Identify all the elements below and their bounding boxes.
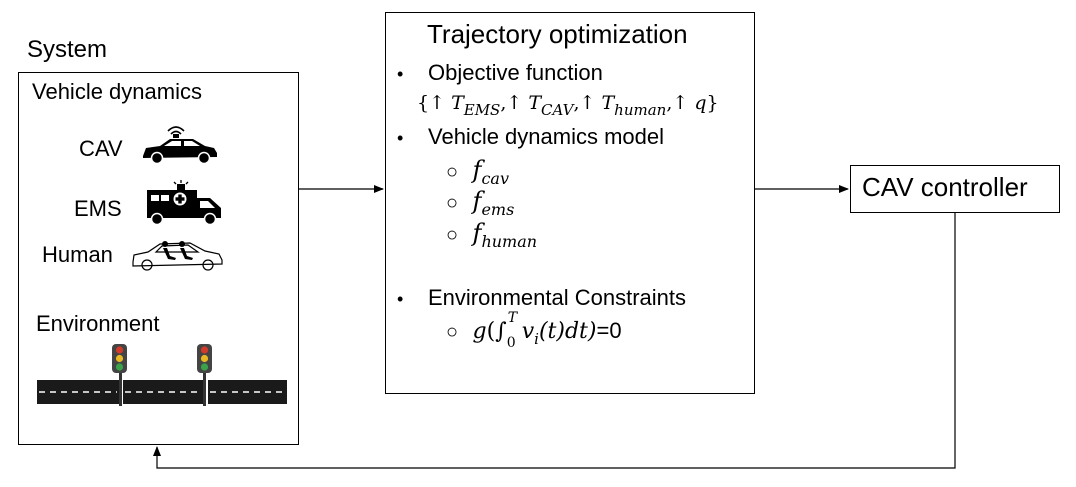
up-arrow: ↑ bbox=[429, 92, 446, 114]
q-symbol: q bbox=[694, 92, 707, 114]
integral-upper: T bbox=[507, 310, 518, 326]
t-sub-ems: EMS bbox=[463, 101, 501, 119]
objective-formula: {↑ TEMS,↑ TCAV,↑ Thuman,↑ q} bbox=[417, 92, 719, 119]
integral-lower: 0 bbox=[506, 335, 516, 351]
system-title: System bbox=[27, 36, 108, 63]
dynamics-label: Vehicle dynamics model bbox=[428, 124, 665, 149]
up-arrow: ↑ bbox=[672, 92, 689, 114]
dynamics-model-cav: ○ fcav bbox=[446, 156, 509, 188]
rhs: =0 bbox=[596, 318, 622, 343]
bullet-objective: • bbox=[397, 64, 404, 84]
vehicle-label-human: Human bbox=[42, 242, 113, 267]
sub-bullet: ○ bbox=[446, 192, 459, 214]
sub-bullet: ○ bbox=[446, 161, 459, 183]
paren-open: ( bbox=[486, 319, 496, 344]
time-arg: (t) bbox=[538, 319, 565, 344]
f-symbol: f bbox=[472, 187, 482, 215]
t-symbol: T bbox=[601, 92, 615, 114]
brace-close: } bbox=[706, 92, 719, 114]
up-arrow: ↑ bbox=[506, 92, 523, 114]
dynamics-model-ems: ○ fems bbox=[446, 187, 514, 219]
environment-label: Environment bbox=[36, 311, 160, 336]
f-symbol: f bbox=[472, 156, 482, 184]
comma: , bbox=[573, 92, 580, 114]
sub-bullet: ○ bbox=[446, 224, 459, 246]
objective-label: Objective function bbox=[428, 60, 603, 85]
g-symbol: g bbox=[472, 319, 487, 344]
sub-bullet: ○ bbox=[446, 321, 459, 343]
t-sub-cav: CAV bbox=[541, 101, 574, 119]
bullet-constraints: • bbox=[397, 289, 404, 309]
dynamics-model-human: ○ fhuman bbox=[446, 219, 537, 251]
vehicle-dynamics-label: Vehicle dynamics bbox=[32, 79, 202, 104]
dt: dt) bbox=[564, 319, 597, 344]
v-symbol: v bbox=[521, 319, 535, 344]
integral-symbol: ∫ bbox=[495, 319, 507, 344]
comma: , bbox=[666, 92, 673, 114]
vehicle-label-cav: CAV bbox=[79, 136, 123, 161]
model-sub: ems bbox=[481, 200, 515, 219]
brace-open: { bbox=[417, 92, 430, 114]
comma: , bbox=[500, 92, 507, 114]
constraint-formula: ○ g(∫ T 0 vi(t)dt)=0 bbox=[446, 310, 622, 351]
vehicle-label-ems: EMS bbox=[74, 196, 122, 221]
up-arrow: ↑ bbox=[579, 92, 596, 114]
t-symbol: T bbox=[451, 92, 464, 114]
t-symbol: T bbox=[528, 92, 542, 114]
t-sub-human: human bbox=[614, 101, 667, 119]
optimization-title: Trajectory optimization bbox=[427, 19, 688, 49]
controller-label: CAV controller bbox=[862, 172, 1028, 202]
model-sub: human bbox=[481, 232, 538, 251]
model-sub: cav bbox=[481, 169, 509, 188]
constraints-label: Environmental Constraints bbox=[428, 285, 687, 310]
bullet-dynamics: • bbox=[397, 128, 404, 148]
controller-box bbox=[850, 165, 1060, 213]
